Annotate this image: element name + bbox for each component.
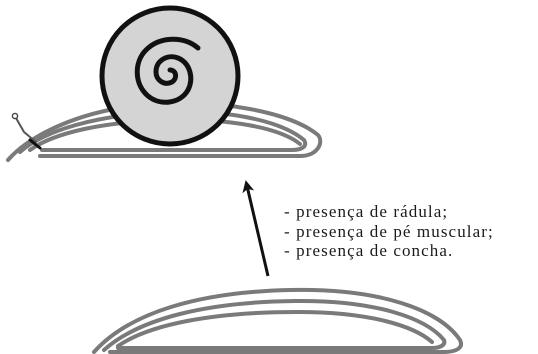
snail-shell [102, 8, 238, 144]
snail-figure [8, 8, 320, 160]
feature-radula: - presença de rádula; [284, 202, 494, 222]
feature-muscular-foot: - presença de pé muscular; [284, 222, 494, 242]
feature-shell: - presença de concha. [284, 241, 494, 261]
evolution-arrow [247, 186, 268, 276]
ancestral-body [94, 290, 461, 352]
feature-list: - presença de rádula; - presença de pé m… [284, 202, 494, 261]
